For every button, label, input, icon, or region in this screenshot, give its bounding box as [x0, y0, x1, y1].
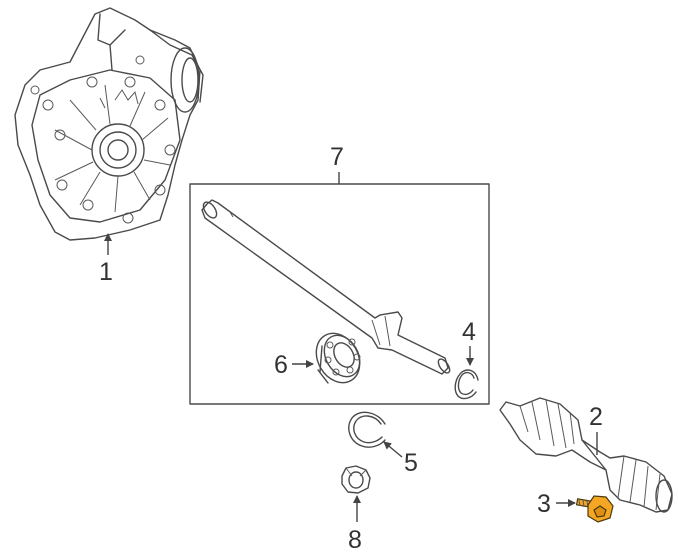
callout-8: 8	[348, 526, 362, 554]
snap-ring-large[interactable]	[348, 411, 386, 448]
drive-axle[interactable]	[499, 397, 673, 513]
intermediate-shaft[interactable]	[201, 199, 452, 375]
callout-2: 2	[589, 403, 603, 431]
callout-4: 4	[462, 318, 476, 346]
callout-5: 5	[404, 449, 418, 477]
bolt-highlighted[interactable]	[575, 495, 614, 523]
callout-1: 1	[99, 258, 113, 286]
bearing[interactable]	[308, 325, 369, 390]
snap-ring-small[interactable]	[454, 369, 479, 400]
differential-housing[interactable]	[14, 7, 204, 241]
callout-7: 7	[330, 143, 344, 171]
nut[interactable]	[341, 465, 371, 494]
callout-5-leader	[383, 441, 403, 458]
callout-6: 6	[274, 351, 288, 379]
callout-3: 3	[537, 490, 551, 518]
